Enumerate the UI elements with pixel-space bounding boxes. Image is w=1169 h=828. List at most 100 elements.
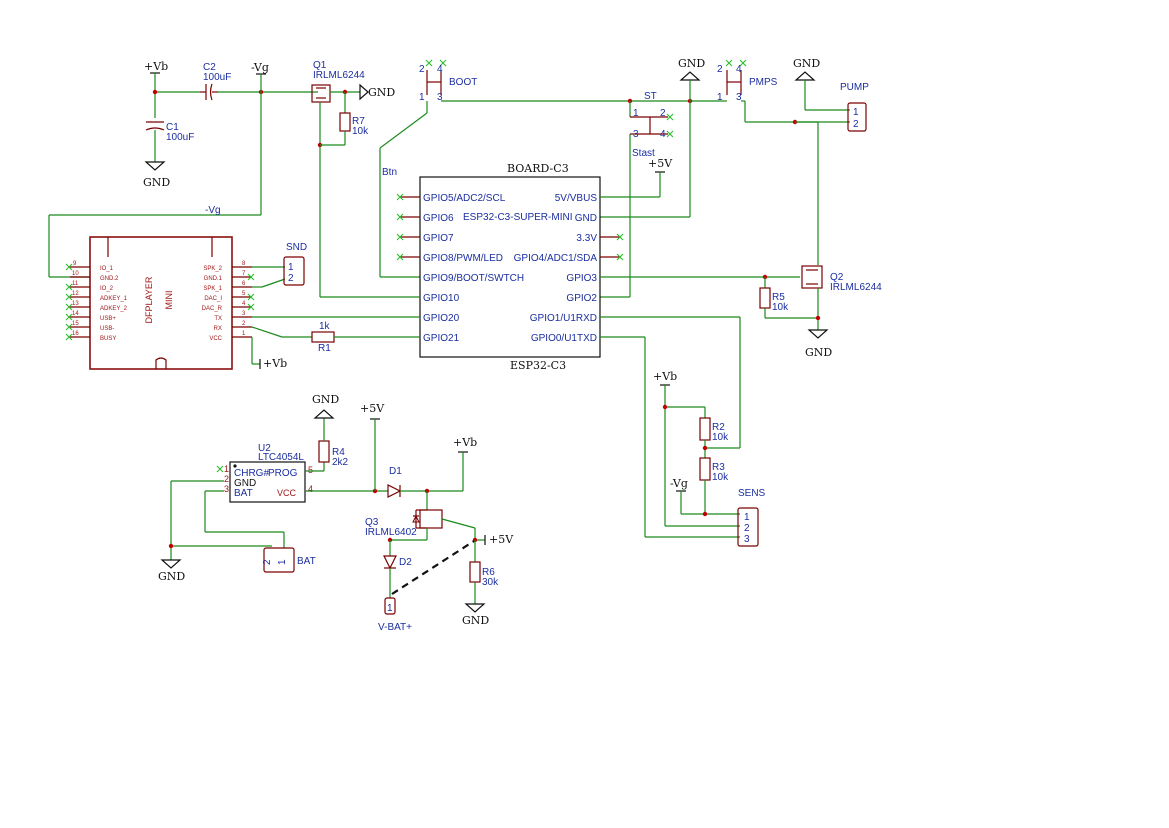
df-pin-busy: BUSY [100,336,116,342]
vb-label-df: +Vb [263,357,287,370]
c1-value: 100uF [166,132,194,143]
c2-ref: C2 [203,62,216,73]
r1-value: 1k [319,321,331,332]
charger-section: U2 LTC4054L CHRG# PROG GND BAT VCC 1 2 3… [158,393,514,633]
u2-num2: 2 [224,474,229,484]
df-pin-gnd2: GND.2 [100,276,119,282]
board-pin-gpio21: GPIO21 [423,333,460,344]
vb-label-sens: +Vb [653,370,677,383]
df-pin-gnd1: GND.1 [204,276,223,282]
df-num-9: 9 [73,261,77,267]
dfplayer-name: DFPLAYER [144,276,154,323]
board-pin-gpio2: GPIO2 [566,293,597,304]
sens-label: SENS [738,488,766,499]
vb-label-charger: +Vb [453,436,477,449]
vbat-pin1: 1 [387,603,393,614]
boot-pin3: 3 [437,92,443,103]
pump-pin1: 1 [853,107,859,118]
r6-value: 30k [482,577,499,588]
df-num-1: 1 [242,331,246,337]
gnd-label-r6: GND [462,614,489,627]
btn-net-label: Btn [382,167,397,178]
df-pin-dacr: DAC_R [202,306,223,312]
df-num-10: 10 [72,271,79,277]
gnd-label-r4: GND [312,393,339,406]
u2-ref: U2 [258,443,271,454]
st-net-label: Stast [632,148,655,159]
board-title: BOARD-C3 [507,162,569,175]
boot-pin4: 4 [437,64,443,75]
u2-pin-gnd: GND [234,478,256,489]
supply-section: +Vb C2 100uF C1 100uF GND -Vg -Vg [48,60,318,278]
df-num-4: 4 [242,301,246,307]
vg-label-sens: -Vg [670,477,688,490]
pmps-switch: 2 4 1 3 PMPS [717,59,850,125]
r1-resistor: 1k R1 [311,321,420,354]
board-pin-gpio6: GPIO6 [423,213,454,224]
bat-label: BAT [297,556,316,567]
df-num-11: 11 [72,281,79,287]
board-footer: ESP32-C3 [510,359,566,372]
r3-value: 10k [712,472,729,483]
df-pin-rx: RX [214,326,222,332]
dfplayer-left-pins: IO_1 GND.2 IO_2 ADKEY_1 ADKEY_2 USB+ USB… [65,261,128,342]
pump-pin2: 2 [853,119,859,130]
df-pin-io2: IO_2 [100,286,114,292]
gnd-label-st: GND [678,57,705,70]
snd-label: SND [286,242,307,253]
d1-ref: D1 [389,466,402,477]
gnd-label-pump: GND [793,57,820,70]
df-pin-adkey2: ADKEY_2 [100,306,128,312]
pump-label: PUMP [840,82,869,93]
board-pin-gpio4: GPIO4/ADC1/SDA [514,253,598,264]
dfplayer-right-pins: SPK_2 GND.1 SPK_1 DAC_I DAC_R TX RX VCC … [202,261,255,342]
u2-num5: 5 [308,465,313,475]
pmps-pin4: 4 [736,64,742,75]
df-pin-vcc: VCC [209,336,222,342]
gnd-label-q1: GND [368,86,395,99]
u2-pin-prog: PROG [268,468,298,479]
df-num-12: 12 [72,291,79,297]
q2-ref: Q2 [830,272,844,283]
pmps-label: PMPS [749,77,778,88]
q1-ref: Q1 [313,60,327,71]
r6-ref: R6 [482,567,495,578]
df-num-14: 14 [72,311,79,317]
df-pin-spk2: SPK_2 [203,266,222,272]
df-pin-tx: TX [214,316,222,322]
c1-ref: C1 [166,122,179,133]
boot-label: BOOT [449,77,477,88]
df-num-2: 2 [242,321,246,327]
board-name: ESP32-C3-SUPER-MINI [463,212,572,223]
bat-pin2: 2 [262,559,273,565]
sens-pin3: 3 [744,534,750,545]
st-label: ST [644,91,657,102]
pmps-pin1: 1 [717,92,723,103]
r5-ref: R5 [772,292,785,303]
df-num-7: 7 [242,271,246,277]
pmps-pin3: 3 [736,92,742,103]
v5-label-charger: +5V [360,402,385,415]
sens-pin1: 1 [744,512,750,523]
snd-pin2: 2 [288,273,294,284]
st-pin1: 1 [633,108,639,119]
d2-ref: D2 [399,557,412,568]
dfplayer-sub: MINI [164,291,174,310]
board-right-pins: 5V/VBUS GND 3.3V GPIO4/ADC1/SDA GPIO3 GP… [514,193,598,344]
vg-label-top: -Vg [251,61,269,74]
df-pin-spk1: SPK_1 [203,286,222,292]
u2-pin-chrg: CHRG# [234,468,269,479]
boot-pin2: 2 [419,64,425,75]
df-num-15: 15 [72,321,79,327]
q1-value: IRLML6244 [313,70,365,81]
pump-connector: GND 1 2 PUMP [793,57,869,265]
pmps-pin2: 2 [717,64,723,75]
board-pin-gnd: GND [575,213,597,224]
sens-section: +Vb R2 10k R3 10k -Vg 1 2 3 SENS [600,316,766,547]
q1-mosfet: Q1 IRLML6244 GND R7 10k [311,60,395,297]
u2-num1: 1 [224,464,229,474]
df-pin-usbm: USB- [100,326,114,332]
board-pin-5v: 5V/VBUS [555,193,598,204]
board-pin-gpio0: GPIO0/U1TXD [531,333,597,344]
st-pin4: 4 [660,129,666,140]
